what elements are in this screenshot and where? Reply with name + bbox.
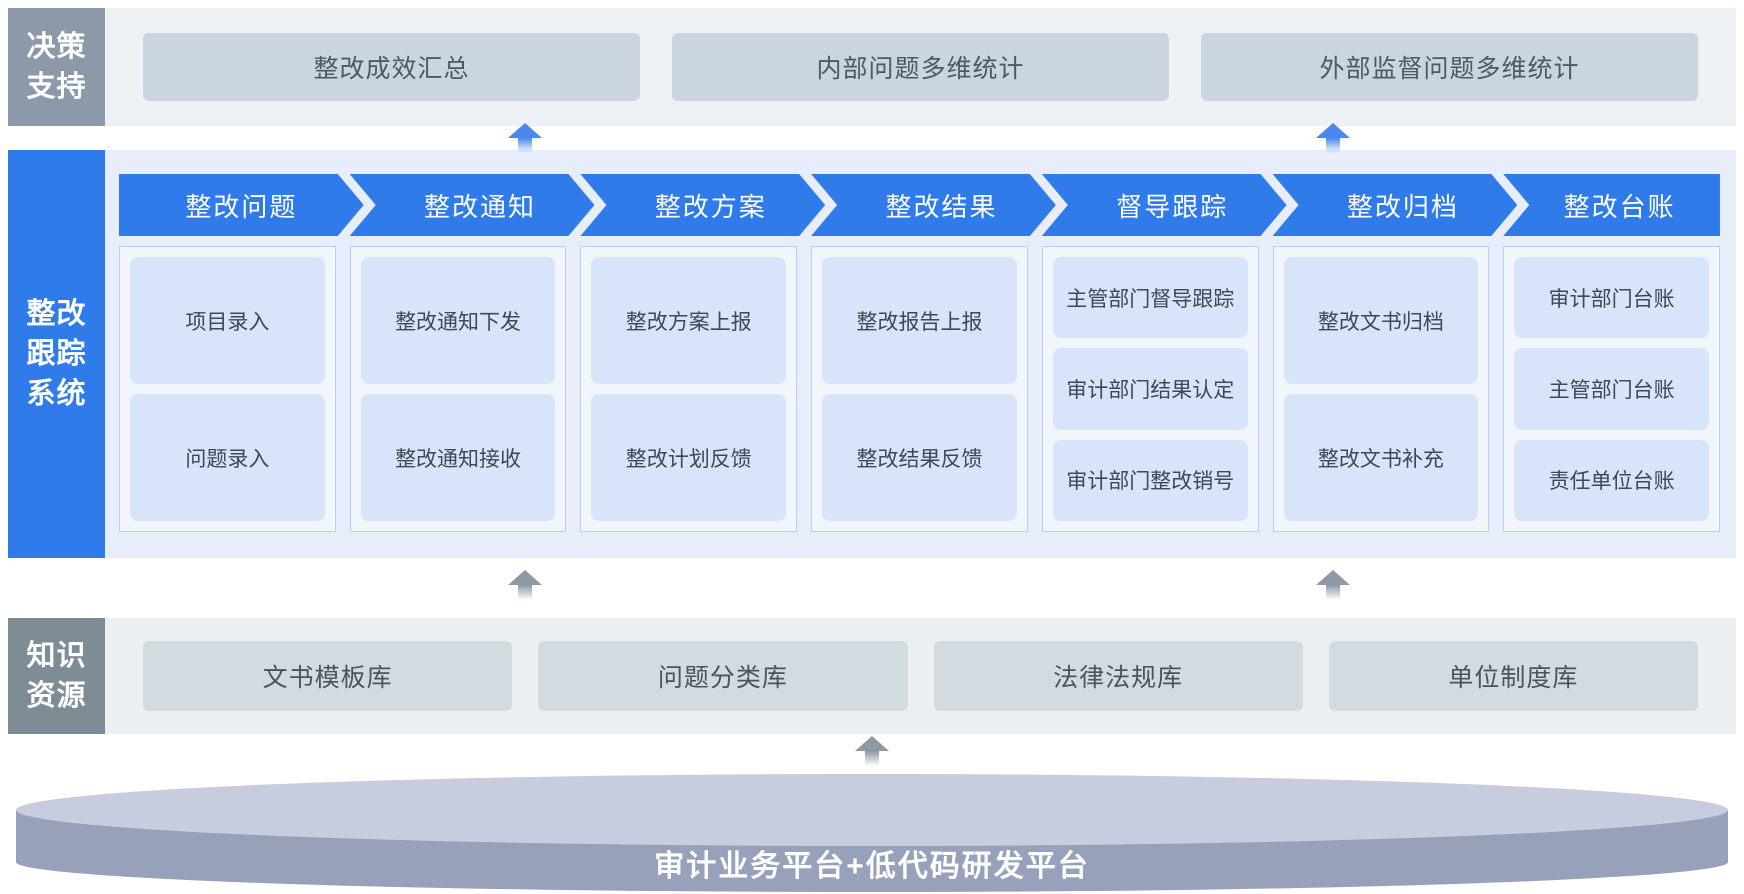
flow-step-item: 整改方案上报 <box>591 257 787 384</box>
decision-item-internal-stats: 内部问题多维统计 <box>672 33 1169 101</box>
flow-step-headers: 整改问题 整改通知 整改方案 整改结果 督导跟踪 整改归档 整改台账 <box>119 174 1720 236</box>
flow-step-header-plan: 整改方案 <box>580 174 825 236</box>
flow-column-problem: 项目录入 问题录入 <box>119 246 336 532</box>
platform-cylinder: 审计业务平台+低代码研发平台 <box>8 770 1736 894</box>
flow-step-item: 主管部门台账 <box>1514 348 1709 430</box>
knowledge-item-laws-regulations: 法律法规库 <box>933 641 1303 711</box>
flow-step-header-problem: 整改问题 <box>119 174 364 236</box>
flow-step-item: 整改通知下发 <box>360 257 556 384</box>
flow-step-item: 审计部门结果认定 <box>1052 348 1248 430</box>
knowledge-item-unit-policies: 单位制度库 <box>1328 641 1698 711</box>
flow-step-item: 问题录入 <box>130 394 325 521</box>
flow-step-item: 审计部门台账 <box>1514 257 1709 339</box>
flow-step-item: 审计部门整改销号 <box>1052 439 1248 521</box>
knowledge-resources-items: 文书模板库 问题分类库 法律法规库 单位制度库 <box>105 618 1736 734</box>
flow-column-result: 整改报告上报 整改结果反馈 <box>811 246 1028 532</box>
cylinder-shape <box>16 774 1728 892</box>
decision-item-external-stats: 外部监督问题多维统计 <box>1201 33 1698 101</box>
flow-step-item: 整改报告上报 <box>822 257 1017 384</box>
up-arrow-icon <box>508 123 542 153</box>
knowledge-item-problem-categories: 问题分类库 <box>538 641 908 711</box>
tracking-system-layer: 整改跟踪系统 整改问题 整改通知 整改方案 整改结果 督导跟踪 整改归档 整改台… <box>8 150 1736 558</box>
flow-step-header-ledger: 整改台账 <box>1503 174 1720 236</box>
up-arrow-icon <box>855 736 889 766</box>
decision-support-layer: 决策支持 整改成效汇总 内部问题多维统计 外部监督问题多维统计 <box>8 8 1736 126</box>
arrow-gap-tracking-to-decision <box>8 123 1736 153</box>
flow-step-header-notice: 整改通知 <box>350 174 595 236</box>
flow-column-supervision: 主管部门督导跟踪 审计部门结果认定 审计部门整改销号 <box>1041 246 1259 532</box>
flow-column-plan: 整改方案上报 整改计划反馈 <box>580 246 798 532</box>
up-arrow-icon <box>508 570 542 600</box>
platform-label: 审计业务平台+低代码研发平台 <box>654 850 1090 883</box>
up-arrow-icon <box>1316 123 1350 153</box>
layer-label-text: 整改跟踪系统 <box>26 297 87 410</box>
flow-step-header-supervision: 督导跟踪 <box>1042 174 1287 236</box>
flow-column-ledger: 审计部门台账 主管部门台账 责任单位台账 <box>1503 246 1720 532</box>
layer-label-text: 决策支持 <box>26 30 87 103</box>
knowledge-resources-layer-label: 知识资源 <box>8 618 105 734</box>
tracking-system-content: 整改问题 整改通知 整改方案 整改结果 督导跟踪 整改归档 整改台账 项目录入 … <box>105 150 1736 558</box>
decision-support-layer-label: 决策支持 <box>8 8 105 126</box>
flow-step-item: 整改通知接收 <box>360 394 556 521</box>
decision-support-items: 整改成效汇总 内部问题多维统计 外部监督问题多维统计 <box>105 8 1736 126</box>
flow-column-archive: 整改文书归档 整改文书补充 <box>1272 246 1490 532</box>
up-arrow-icon <box>1316 570 1350 600</box>
flow-step-item: 整改文书补充 <box>1283 394 1479 521</box>
flow-step-header-archive: 整改归档 <box>1273 174 1518 236</box>
flow-step-columns: 项目录入 问题录入 整改通知下发 整改通知接收 整改方案上报 整改计划反馈 整改… <box>119 246 1720 532</box>
flow-column-notice: 整改通知下发 整改通知接收 <box>349 246 567 532</box>
layer-label-text: 知识资源 <box>26 639 87 712</box>
flow-step-item: 整改结果反馈 <box>822 394 1017 521</box>
tracking-system-layer-label: 整改跟踪系统 <box>8 150 105 558</box>
decision-item-rectification-summary: 整改成效汇总 <box>143 33 640 101</box>
flow-step-item: 项目录入 <box>130 257 325 384</box>
knowledge-item-document-templates: 文书模板库 <box>143 641 513 711</box>
arrow-gap-knowledge-to-tracking <box>8 558 1736 618</box>
flow-step-item: 责任单位台账 <box>1514 439 1709 521</box>
flow-step-item: 整改计划反馈 <box>591 394 787 521</box>
flow-step-item: 主管部门督导跟踪 <box>1052 257 1248 339</box>
knowledge-resources-layer: 知识资源 文书模板库 问题分类库 法律法规库 单位制度库 <box>8 618 1736 734</box>
flow-step-item: 整改文书归档 <box>1283 257 1479 384</box>
arrow-gap-platform-to-knowledge <box>8 734 1736 770</box>
flow-step-header-result: 整改结果 <box>811 174 1056 236</box>
